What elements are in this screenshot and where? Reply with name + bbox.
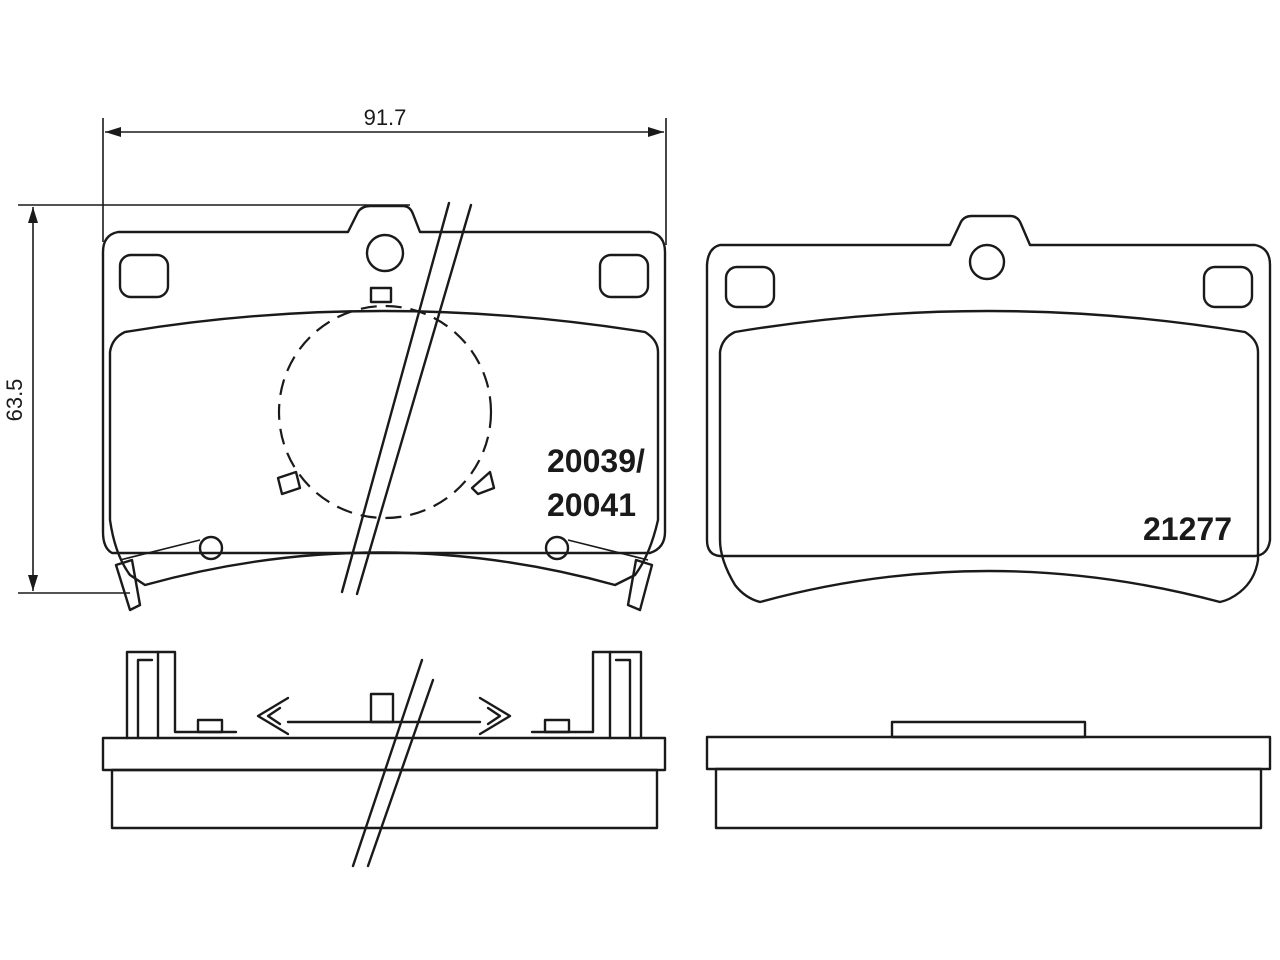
right-friction-lining [718, 309, 1260, 604]
height-dimension-label: 63.5 [2, 379, 27, 422]
width-dimension-label: 91.7 [364, 105, 407, 130]
left-pad-part-number-1: 20039/ [547, 443, 645, 479]
right-pad-front-view [705, 214, 1272, 604]
left-friction-lining [108, 309, 660, 587]
width-dimension: 91.7 [102, 105, 667, 245]
left-pad-side-view [101, 650, 667, 868]
right-backing-plate [705, 214, 1272, 558]
right-pad-side-view [705, 720, 1272, 830]
right-pad-part-number: 21277 [1143, 511, 1232, 547]
left-backing-plate [101, 204, 667, 555]
left-pad-front-view [101, 201, 667, 612]
left-pad-part-number-2: 20041 [547, 487, 636, 523]
height-dimension: 63.5 [2, 204, 410, 594]
